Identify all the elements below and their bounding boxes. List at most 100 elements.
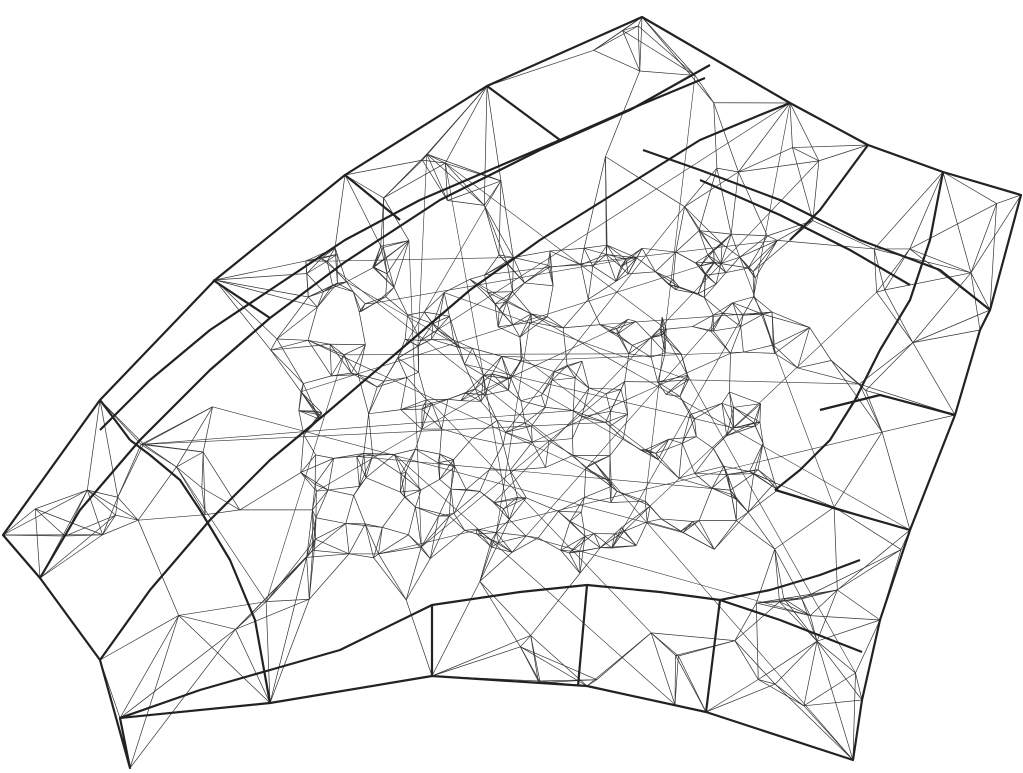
- mesh-edge-1270: [680, 530, 715, 550]
- mesh-edge-1067: [641, 16, 696, 76]
- mesh-edge-1285: [423, 311, 438, 330]
- mesh-edge-1175: [678, 286, 705, 298]
- mesh-edge-711: [749, 443, 764, 472]
- mesh-edge-1109: [740, 313, 764, 327]
- mesh-edge-1016: [743, 351, 775, 354]
- mesh-edge-100: [526, 497, 559, 512]
- mesh-chord-35: [594, 462, 854, 761]
- mesh-edge-826: [431, 402, 442, 430]
- mesh-edge-1152: [447, 180, 502, 201]
- mesh-edge-273: [378, 527, 383, 554]
- mesh-chord-69: [417, 154, 428, 347]
- mesh-edge-228: [703, 283, 717, 298]
- mesh-edge-959: [426, 399, 432, 404]
- mesh-edge-358: [665, 379, 689, 395]
- mesh-edge-508: [789, 102, 820, 162]
- mesh-chord-61: [460, 330, 610, 401]
- mesh-edge-1350: [119, 629, 236, 719]
- mesh-edge-97: [558, 511, 582, 513]
- mesh-edge-229: [697, 283, 717, 295]
- mesh-edge-1210: [739, 256, 756, 279]
- mesh-edge-1301: [99, 399, 144, 445]
- mesh-edge-377: [394, 448, 416, 455]
- mesh-edge-987: [308, 296, 318, 308]
- mesh-edge-350: [415, 489, 422, 508]
- mesh-edge-852: [583, 247, 607, 255]
- mesh-edge-1035: [380, 240, 410, 247]
- mesh-edge-1013: [566, 365, 590, 389]
- mesh-edge-1020: [453, 491, 481, 514]
- mesh-edge-385: [680, 353, 689, 376]
- mesh-edge-303: [694, 465, 725, 474]
- mesh-edge-1145: [276, 338, 304, 384]
- mesh-chord-51: [663, 333, 856, 674]
- mesh-edge-1355: [39, 534, 103, 579]
- mesh-edge-1003: [859, 383, 883, 433]
- mesh-edge-1304: [214, 279, 278, 340]
- mesh-edge-739: [616, 328, 618, 335]
- mesh-edge-433: [512, 257, 514, 292]
- mesh-edge-668: [710, 331, 731, 354]
- mesh-edge-1254: [655, 453, 680, 479]
- mesh-edge-197: [560, 521, 571, 551]
- mesh-edge-809: [469, 278, 488, 293]
- mesh-edge-737: [265, 538, 316, 602]
- mesh-edge-624: [459, 347, 465, 365]
- mesh-edge-860: [736, 511, 749, 521]
- mesh-edge-1015: [743, 344, 774, 353]
- mesh-edge-268: [617, 319, 629, 335]
- mesh-edge-196: [560, 550, 581, 574]
- mesh-edge-1113: [547, 285, 554, 317]
- mesh-edge-435: [439, 479, 452, 490]
- mesh-edge-323: [711, 474, 728, 489]
- mesh-edge-186: [628, 345, 633, 354]
- mesh-edge-751: [87, 489, 118, 498]
- mesh-edge-948: [650, 632, 676, 705]
- mesh-edge-803: [353, 477, 367, 496]
- mesh-edge-1198: [444, 163, 448, 201]
- mesh-edge-608: [464, 348, 473, 365]
- mesh-edge-923: [519, 337, 522, 361]
- mesh-edge-572: [655, 453, 659, 460]
- mesh-edge-920: [202, 451, 206, 515]
- mesh-edge-1307: [214, 260, 306, 281]
- mesh-edge-489: [833, 506, 902, 550]
- mesh-edge-299: [35, 489, 88, 510]
- mesh-edge-880: [566, 365, 576, 379]
- mesh-edge-641: [779, 601, 818, 642]
- mesh-edge-1019: [466, 489, 480, 492]
- mesh-edge-477: [725, 256, 741, 273]
- mesh-edge-891: [721, 391, 730, 404]
- mesh-edge-605: [524, 406, 546, 424]
- mesh-edge-990: [307, 307, 318, 341]
- mesh-edge-1123: [358, 374, 384, 382]
- mesh-edge-250: [651, 337, 666, 354]
- mesh-edge-1006: [453, 513, 465, 531]
- mesh-edge-757: [479, 491, 504, 510]
- mesh-edge-1116: [421, 515, 439, 548]
- mesh-edge-209: [353, 495, 366, 525]
- mesh-edge-908: [569, 552, 581, 574]
- mesh-edge-930: [201, 487, 241, 511]
- mesh-edge-42: [480, 394, 486, 402]
- mesh-edge-129: [548, 440, 574, 456]
- mesh-edge-254: [298, 410, 322, 414]
- mesh-edge-401: [316, 291, 324, 308]
- mesh-edge-612: [357, 344, 366, 375]
- mesh-edge-1049: [454, 466, 467, 490]
- mesh-edge-958: [605, 156, 607, 255]
- mesh-edge-1345: [269, 599, 310, 704]
- mesh-edge-1334: [816, 640, 863, 701]
- mesh-edge-50: [479, 542, 499, 582]
- mesh-edge-528: [368, 381, 385, 414]
- mesh-edge-698: [774, 549, 780, 602]
- mesh-edge-629: [647, 521, 681, 532]
- mesh-chord-41: [484, 240, 778, 276]
- mesh-edge-1253: [657, 459, 680, 479]
- mesh-edge-236: [315, 517, 346, 524]
- mesh-edge-346: [307, 339, 331, 345]
- mesh-edge-680: [356, 454, 373, 457]
- mesh-edge-770: [383, 153, 428, 199]
- mesh-edge-586: [759, 403, 761, 423]
- mesh-edge-614: [358, 311, 366, 345]
